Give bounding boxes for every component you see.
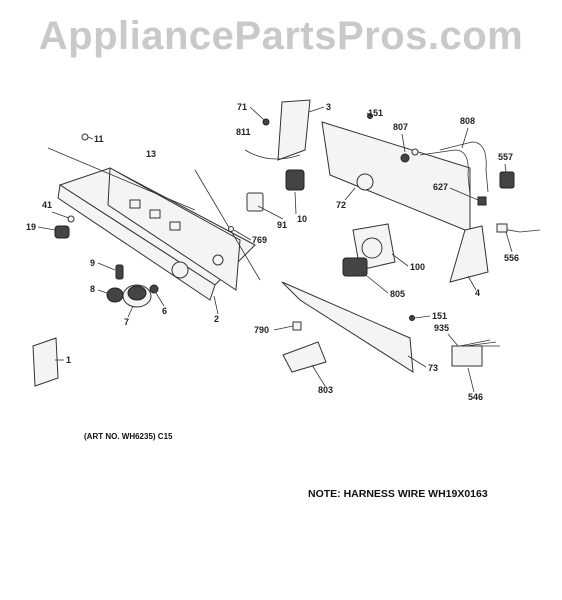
- callout-3: 3: [326, 102, 331, 112]
- callout-1: 1: [66, 355, 71, 365]
- callout-556: 556: [504, 253, 519, 263]
- callout-805: 805: [390, 289, 405, 299]
- callout-151-top: 151: [368, 108, 383, 118]
- callout-2: 2: [214, 314, 219, 324]
- callout-807: 807: [393, 122, 408, 132]
- callout-6: 6: [162, 306, 167, 316]
- manual-part-1: [32, 337, 59, 387]
- watermark: AppliancePartsPros.com: [38, 14, 524, 58]
- callout-790: 790: [254, 325, 269, 335]
- clip-627: [477, 196, 487, 206]
- callout-7: 7: [124, 317, 129, 327]
- control-panel-part: [47, 147, 261, 301]
- hose-808-a: [419, 149, 471, 196]
- bracket-part-3: [277, 99, 311, 161]
- callout-71: 71: [237, 102, 247, 112]
- callout-73: 73: [428, 363, 438, 373]
- dispenser-part-803: [282, 341, 327, 373]
- callout-9: 9: [90, 258, 95, 268]
- callout-100: 100: [410, 262, 425, 272]
- callout-808: 808: [460, 116, 475, 126]
- callout-72: 72: [336, 200, 346, 210]
- button-part-9: [115, 264, 124, 280]
- spring-6: [149, 284, 159, 294]
- callout-19: 19: [26, 222, 36, 232]
- callout-10: 10: [297, 214, 307, 224]
- callout-627: 627: [433, 182, 448, 192]
- knob-part-19: [54, 225, 70, 239]
- callout-811: 811: [236, 127, 251, 137]
- callout-91: 91: [277, 220, 287, 230]
- switch-part-10: [285, 169, 305, 191]
- callout-13: 13: [146, 149, 156, 159]
- screw-41: [67, 215, 75, 223]
- callout-803: 803: [318, 385, 333, 395]
- harness-note: NOTE: HARNESS WIRE WH19X0163: [308, 488, 488, 500]
- screw-151-bottom: [409, 315, 415, 321]
- callout-546: 546: [468, 392, 483, 402]
- switch-part-557: [499, 171, 515, 189]
- screw-71: [262, 118, 270, 126]
- callout-8: 8: [90, 284, 95, 294]
- callout-769: 769: [252, 235, 267, 245]
- hose-808-b: [439, 141, 489, 193]
- harness-part-546: [451, 339, 500, 367]
- callout-41: 41: [42, 200, 52, 210]
- callout-935: 935: [434, 323, 449, 333]
- callout-4: 4: [475, 288, 480, 298]
- screw-151-top: [367, 113, 373, 119]
- leader-lines: [37, 106, 513, 393]
- bracket-part-4: [449, 225, 489, 283]
- callout-557: 557: [498, 152, 513, 162]
- callout-11: 11: [94, 134, 104, 144]
- art-number: (ART NO. WH6235) C15: [84, 432, 173, 441]
- switch-part-805: [342, 257, 368, 277]
- washer-807: [400, 153, 410, 163]
- hose-811: [244, 149, 301, 160]
- screw-769: [228, 226, 234, 232]
- knob-part-7: [122, 284, 152, 308]
- console-part-73: [281, 281, 414, 373]
- callout-151-bottom: 151: [432, 311, 447, 321]
